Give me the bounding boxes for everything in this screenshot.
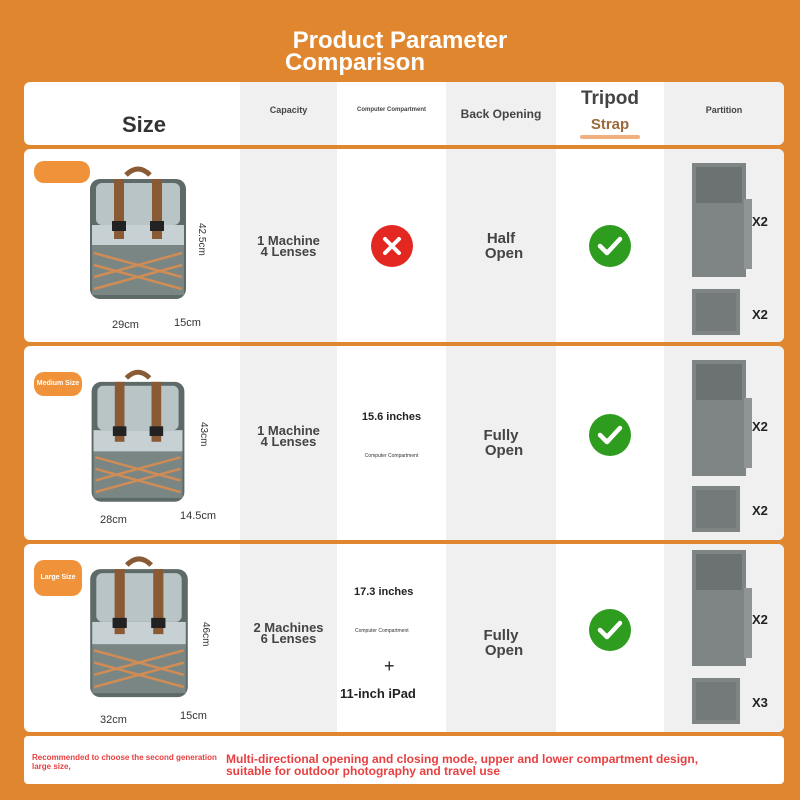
footer-recommendation: Recommended to choose the second generat… — [32, 753, 217, 771]
size-badge: Large Size — [34, 560, 82, 596]
check-icon — [589, 224, 631, 267]
partition-count-2: X2 — [752, 503, 768, 518]
back-opening-line-2: Open — [484, 244, 524, 262]
header-strap: Strap — [590, 116, 630, 133]
title-line-1: Product Parameter — [292, 27, 508, 54]
capacity-line-2: 4 Lenses — [260, 243, 317, 259]
size-badge — [34, 161, 90, 183]
backpack-image — [90, 166, 186, 299]
partition-count-2: X2 — [752, 307, 768, 322]
backpack-image — [90, 556, 188, 698]
depth-label: 15cm — [174, 317, 201, 329]
partition-large-image — [692, 163, 752, 277]
plus-sign: + — [384, 656, 395, 676]
height-label: 46cm — [200, 622, 211, 647]
back-opening-line-1: Half — [486, 229, 516, 247]
computer-size: 17.3 inches — [354, 586, 414, 598]
capacity-line-2: 6 Lenses — [260, 631, 317, 646]
height-label: 43cm — [198, 422, 209, 447]
size-badge: Medium Size — [34, 372, 82, 396]
partition-count-1: X2 — [752, 214, 768, 229]
check-icon — [589, 414, 631, 456]
row-small: 42.5cm 29cm 15cm 1 Machine 4 Lenses Half… — [24, 149, 784, 342]
back-opening-line-1: Fully — [483, 627, 519, 644]
depth-label: 14.5cm — [180, 510, 217, 522]
partition-count-2: X3 — [752, 695, 768, 710]
header-back-opening: Back Opening — [460, 106, 542, 121]
capacity-line-2: 4 Lenses — [260, 434, 317, 449]
row-medium: Medium Size 43cm 28cm 14.5cm 1 Machine 4… — [24, 346, 784, 540]
back-opening-line-2: Open — [484, 442, 524, 459]
computer-label: Computer Compartment — [355, 628, 409, 634]
header-tripod: Tripod — [580, 88, 640, 109]
depth-label: 15cm — [180, 710, 207, 722]
backpack-image — [91, 369, 185, 502]
check-icon — [589, 609, 631, 651]
header-row: Size Capacity Computer Compartment Back … — [24, 82, 784, 145]
strap-underline — [580, 135, 640, 139]
page-title: Product Parameter Comparison — [0, 27, 800, 76]
row-large: Large Size 46cm 32cm 15cm 2 Machines 6 L… — [24, 544, 784, 732]
back-opening-line-1: Fully — [483, 427, 519, 444]
partition-small-image — [692, 678, 740, 724]
ipad-label: 11-inch iPad — [340, 686, 416, 701]
partition-small-image — [692, 486, 740, 532]
header-partition: Partition — [705, 104, 743, 115]
header-capacity: Capacity — [269, 104, 308, 115]
partition-large-image — [692, 360, 752, 476]
partition-count-1: X2 — [752, 419, 768, 434]
width-label: 29cm — [112, 319, 139, 331]
footer-description: Multi-directional opening and closing mo… — [226, 752, 699, 778]
partition-small-image — [692, 289, 740, 335]
partition-count-1: X2 — [752, 612, 768, 627]
header-size: Size — [122, 112, 167, 137]
width-label: 32cm — [100, 714, 127, 726]
capacity-line-1: 1 Machine — [257, 232, 320, 248]
computer-label: Computer Compartment — [364, 453, 419, 459]
cross-icon — [370, 224, 413, 267]
partition-large-image — [692, 550, 752, 666]
height-label: 42.5cm — [196, 223, 207, 256]
capacity-line-1: 1 Machine — [257, 423, 320, 438]
width-label: 28cm — [100, 514, 127, 526]
header-computer: Computer Compartment — [356, 106, 426, 113]
title-line-2: Comparison — [284, 49, 425, 76]
computer-size: 15.6 inches — [361, 411, 422, 423]
back-opening-line-2: Open — [484, 642, 524, 659]
capacity-line-1: 2 Machines — [253, 620, 324, 635]
footer-note: Recommended to choose the second generat… — [24, 736, 784, 784]
